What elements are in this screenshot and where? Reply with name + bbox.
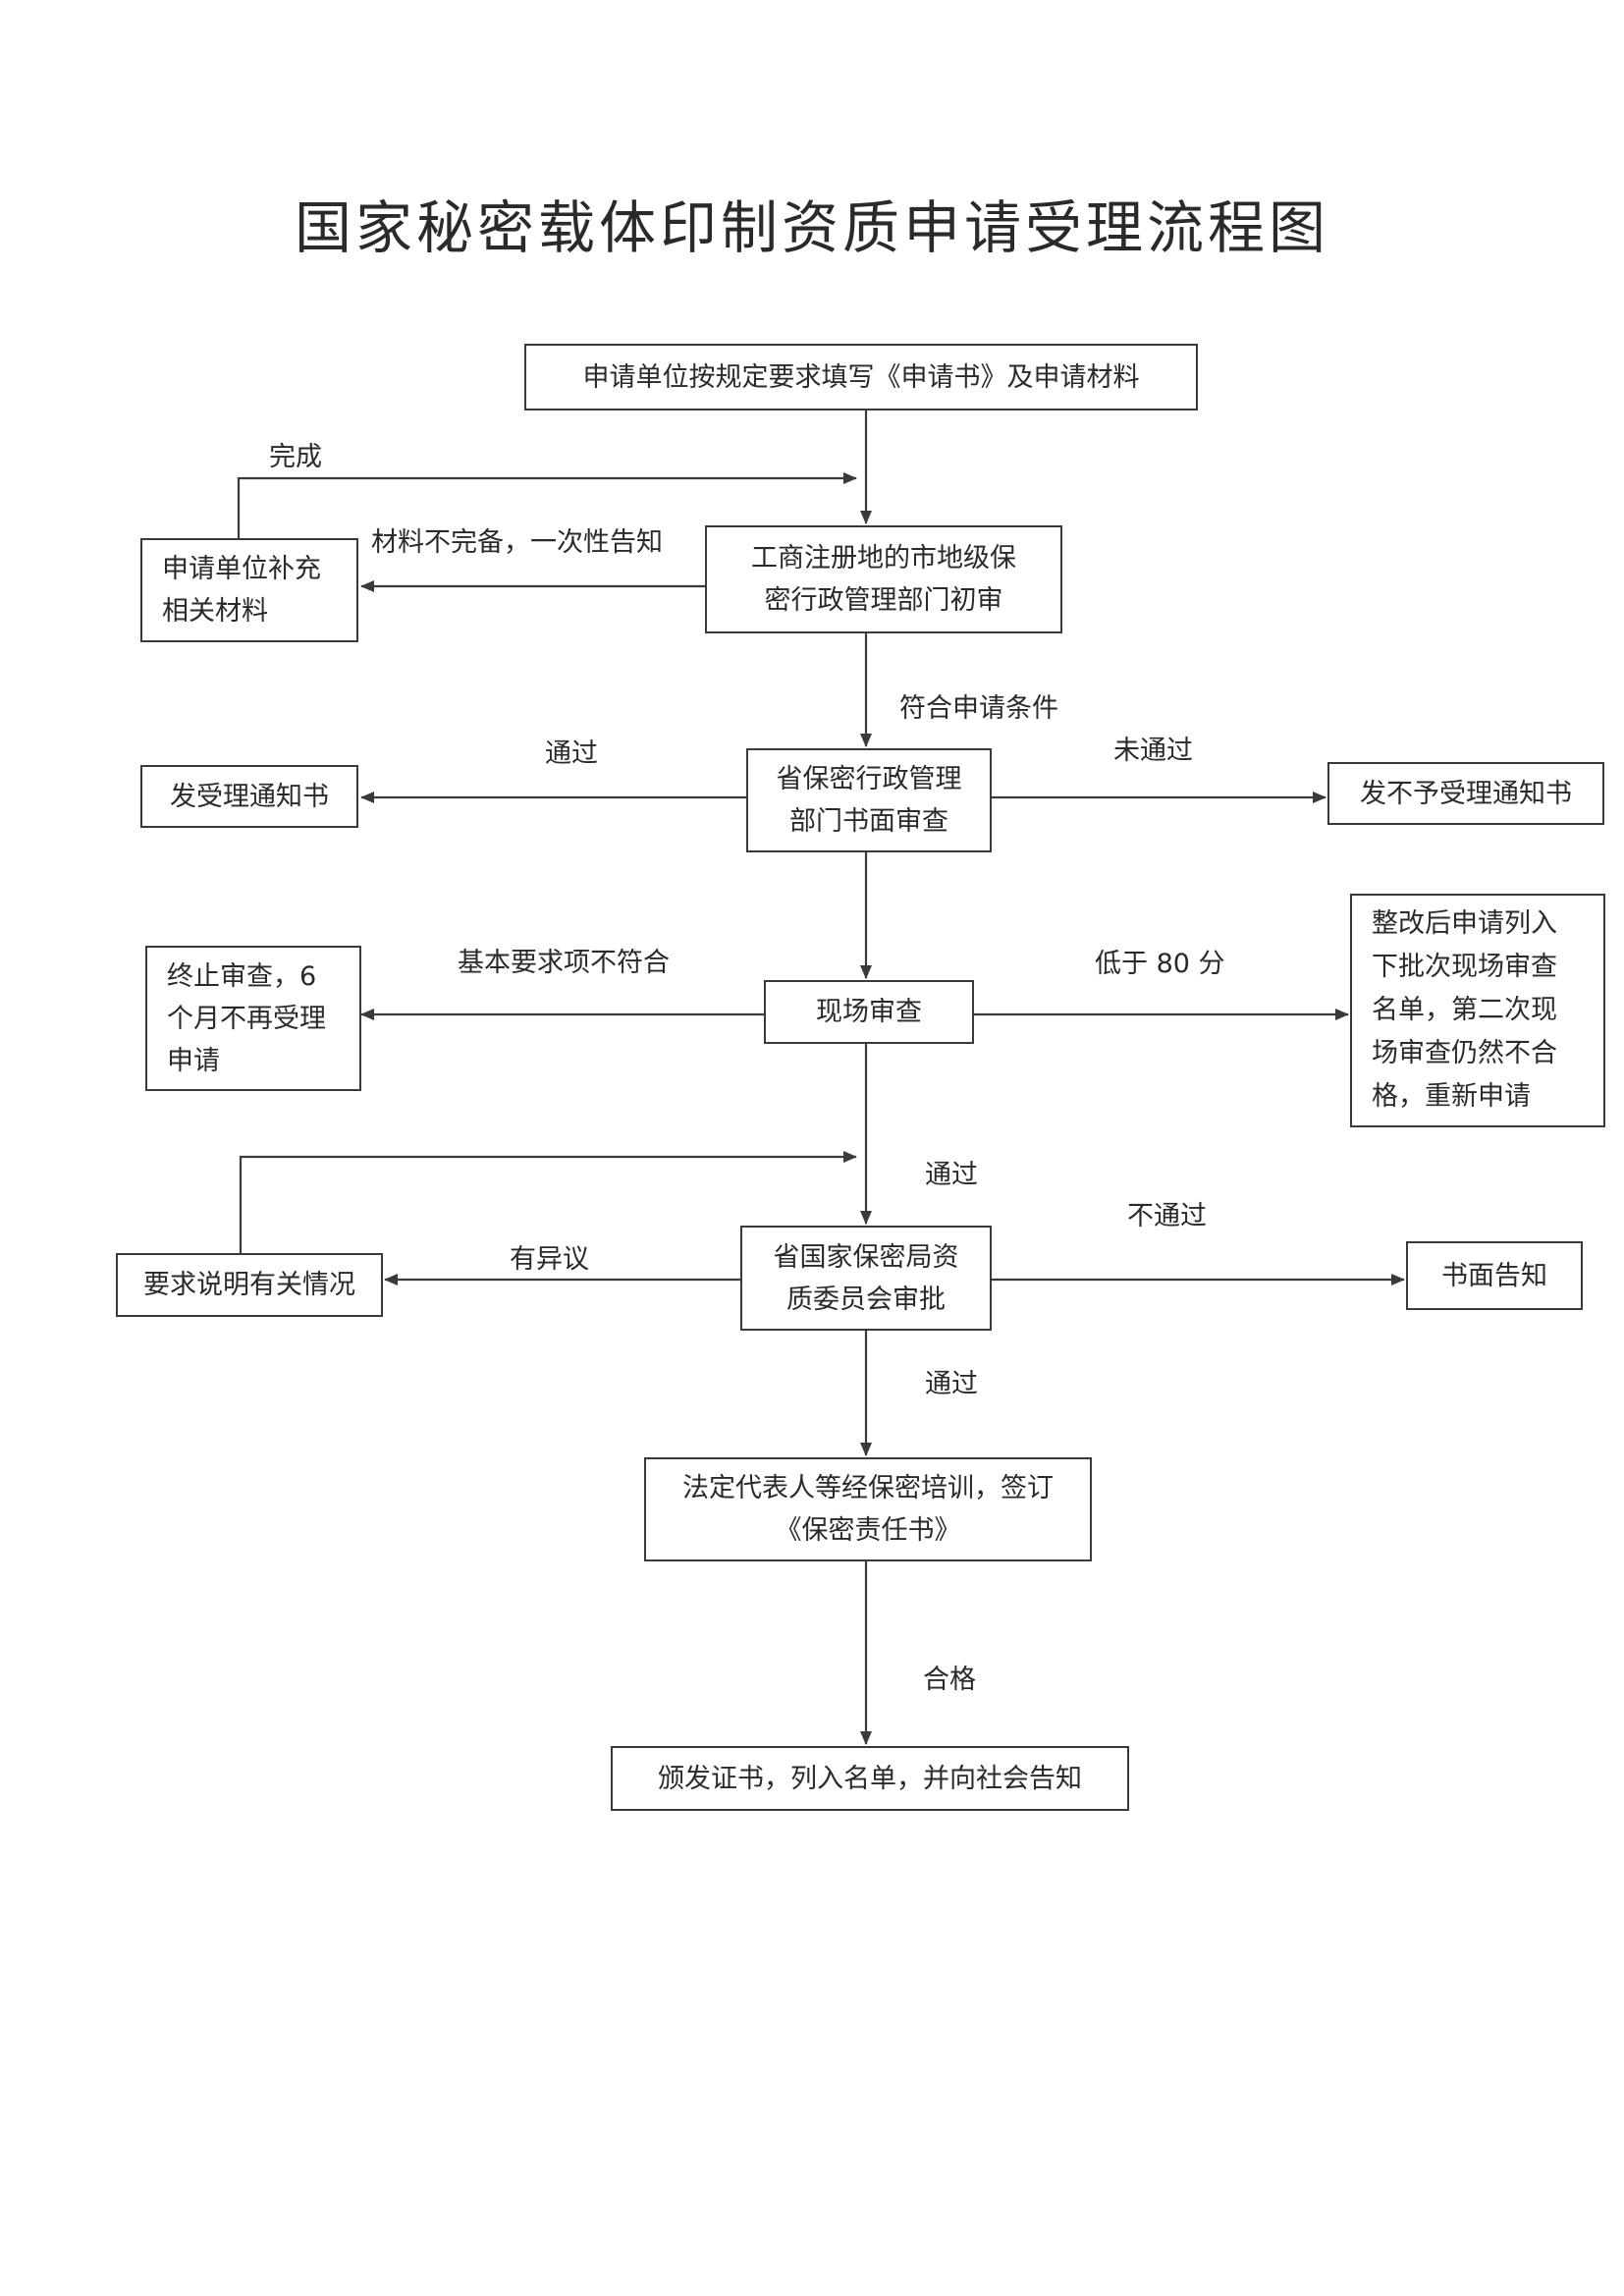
node-terminate: 终止审查，6 个月不再受理 申请: [145, 946, 361, 1091]
label-pass-written: 通过: [545, 738, 598, 769]
label-qualified: 合格: [923, 1665, 976, 1695]
node-supplement: 申请单位补充 相关材料: [140, 538, 358, 642]
label-meets-conditions: 符合申请条件: [899, 693, 1058, 724]
node-certificate: 颁发证书，列入名单，并向社会告知: [611, 1746, 1129, 1811]
label-pass-onsite: 通过: [925, 1160, 978, 1190]
node-written-notice: 书面告知: [1406, 1241, 1583, 1310]
label-fail-written: 未通过: [1113, 736, 1193, 766]
node-explain: 要求说明有关情况: [116, 1253, 383, 1317]
node-notice-reject: 发不予受理通知书: [1327, 762, 1604, 825]
node-initial-review: 工商注册地的市地级保 密行政管理部门初审: [705, 525, 1062, 633]
node-onsite-review: 现场审查: [764, 980, 974, 1044]
node-notice-accept: 发受理通知书: [140, 765, 358, 828]
node-apply: 申请单位按规定要求填写《申请书》及申请材料: [524, 344, 1198, 410]
label-incomplete: 材料不完备，一次性告知: [371, 527, 663, 558]
label-complete: 完成: [269, 442, 322, 472]
node-training: 法定代表人等经保密培训，签订 《保密责任书》: [644, 1457, 1092, 1561]
node-committee: 省国家保密局资 质委员会审批: [740, 1226, 992, 1331]
arrow-supplement-loop: [237, 472, 857, 538]
page-title: 国家秘密载体印制资质申请受理流程图: [294, 194, 1329, 261]
node-written-review: 省保密行政管理 部门书面审查: [746, 748, 992, 852]
label-basic-fail: 基本要求项不符合: [458, 948, 670, 978]
label-objection: 有异议: [510, 1244, 589, 1275]
label-pass-committee: 通过: [925, 1369, 978, 1399]
arrow-explain-loop: [239, 1151, 857, 1253]
node-rectify: 整改后申请列入 下批次现场审查 名单，第二次现 场审查仍然不合 格，重新申请: [1350, 894, 1605, 1127]
label-fail-committee: 不通过: [1127, 1201, 1207, 1231]
label-below-80: 低于 80 分: [1095, 949, 1225, 979]
